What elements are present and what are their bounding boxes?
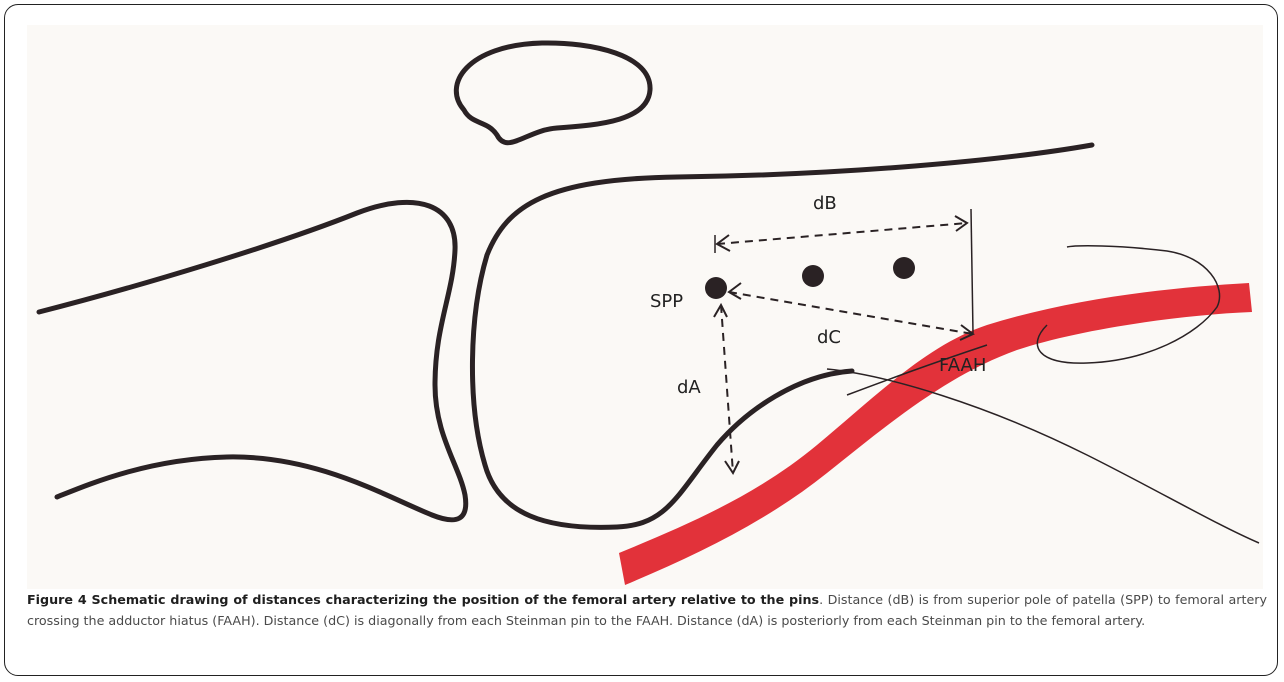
- pin-spp: [705, 277, 727, 299]
- schematic-svg: dB dC dA SPP FAAH: [27, 25, 1263, 589]
- caption-lead: Figure 4 Schematic drawing of distances …: [27, 592, 819, 607]
- pin-3: [893, 257, 915, 279]
- tibia-upper-outline: [39, 202, 466, 520]
- figure-caption: Figure 4 Schematic drawing of distances …: [27, 589, 1267, 631]
- label-da: dA: [677, 377, 701, 398]
- label-spp: SPP: [650, 291, 683, 312]
- pin-2: [802, 265, 824, 287]
- da-arrow-line: [721, 305, 733, 473]
- label-db: dB: [813, 193, 837, 214]
- label-faah: FAAH: [939, 355, 986, 376]
- femoral-artery: [619, 283, 1252, 585]
- dc-arrowhead-left: [729, 283, 741, 299]
- db-right-tick: [971, 209, 973, 333]
- dc-arrow-line: [729, 292, 973, 334]
- db-arrow-line: [717, 223, 967, 244]
- figure-drawing: dB dC dA SPP FAAH: [27, 25, 1263, 589]
- patella-outline: [456, 43, 650, 143]
- label-dc: dC: [817, 327, 841, 348]
- figure-frame: dB dC dA SPP FAAH Figure 4 Schematic dra…: [4, 4, 1278, 676]
